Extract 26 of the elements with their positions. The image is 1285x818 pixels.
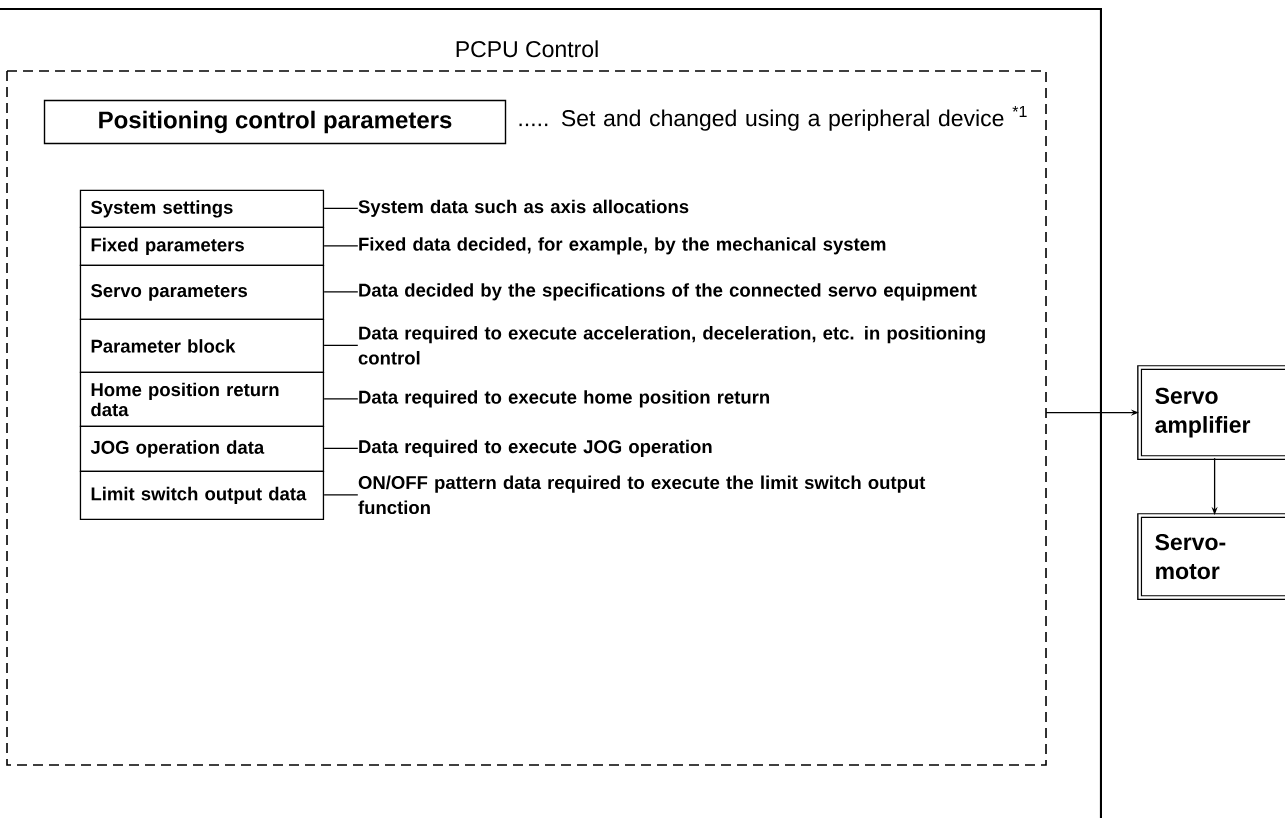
- description-text: System data such as axis allocations: [358, 199, 689, 217]
- description-text: Data required to execute home position return: [359, 390, 770, 408]
- table-row: Limit switch output data: [79, 470, 325, 521]
- table-row: Parameter block: [79, 318, 325, 374]
- description-text: Data required to execute acceleration, deceleration, etc. in positioning control: [358, 326, 985, 365]
- note-text: ..... Set and changed using a peripheral device $^{*1}$: [519, 106, 1027, 131]
- table-row: JOG operation data: [79, 425, 325, 473]
- leader-line: [323, 494, 359, 496]
- description-text: ON/OFF pattern data required to execute the limit switch output function: [358, 475, 926, 515]
- leader-line: [323, 207, 359, 209]
- table-row: Fixed parameters: [79, 226, 325, 267]
- leader-line: [323, 344, 359, 346]
- leader-line: [323, 245, 359, 247]
- table-row: Home position return data: [79, 371, 325, 428]
- heading-box: Positioning control parameters: [43, 99, 507, 145]
- description-text: Data decided by the specifications of the connected servo equipment: [359, 283, 977, 301]
- device-box: Servo amplifier: [1137, 365, 1285, 461]
- table-row: System settings: [79, 189, 325, 229]
- device-box: Servo-motor: [1137, 513, 1285, 601]
- table-row: Servo parameters: [79, 264, 325, 321]
- description-text: Fixed data decided, for example, by the mechanical system: [359, 237, 886, 255]
- leader-line: [323, 398, 359, 400]
- frame-heading: PCPU Control: [456, 40, 598, 58]
- description-text: Data required to execute JOG operation: [359, 439, 712, 457]
- leader-line: [323, 447, 359, 449]
- leader-line: [323, 291, 359, 293]
